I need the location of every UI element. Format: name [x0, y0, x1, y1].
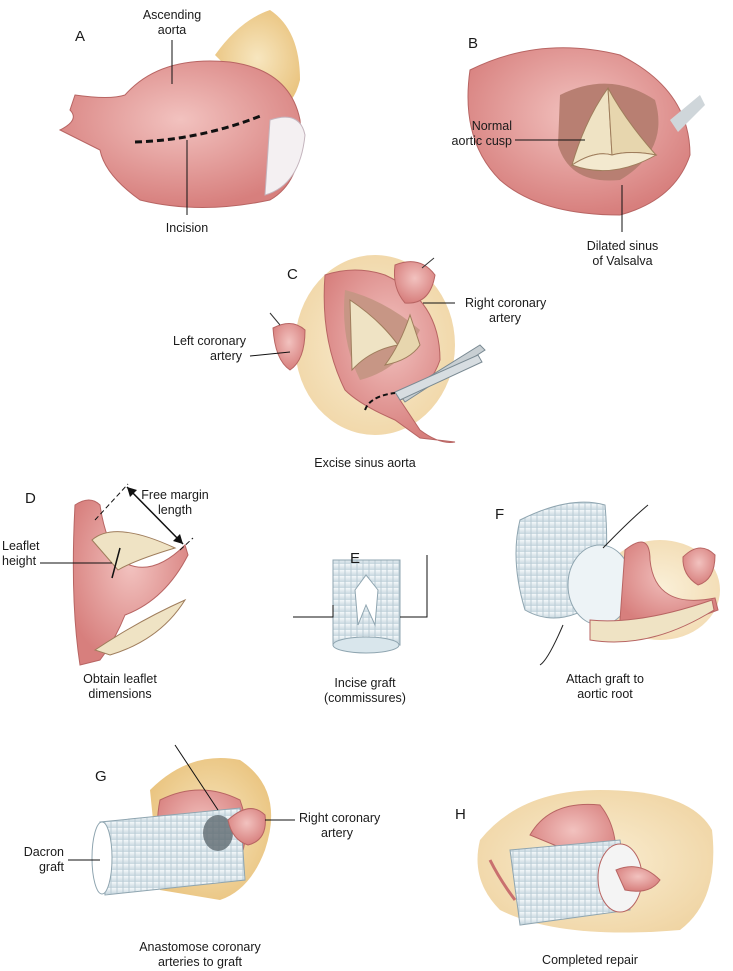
label-leaflet-height: Leaflet height — [2, 539, 52, 569]
label-line: length — [157, 503, 193, 517]
panel-label-g: G — [95, 768, 107, 785]
panel-label-d: D — [25, 490, 36, 507]
label-line: Anastomose coronary — [139, 940, 261, 954]
label-line: Right coronary — [299, 811, 381, 825]
label-line: arteries to graft — [157, 955, 243, 969]
panel-a-aorta — [58, 10, 306, 215]
completed-graft — [509, 839, 631, 926]
free-margin-arrow — [126, 486, 184, 545]
label-line: Obtain leaflet — [83, 672, 157, 686]
label-line: artery — [210, 349, 242, 363]
label-right-coronary-g: Right coronary artery — [299, 811, 399, 841]
panel-h-completed — [477, 790, 714, 933]
panel-b-aortic-valve — [467, 47, 705, 232]
panel-e-graft — [293, 555, 428, 654]
label-dilated-sinus: Dilated sinus of Valsalva — [575, 239, 670, 269]
panel-label-f: F — [495, 506, 505, 523]
panel-c-excision — [249, 255, 486, 443]
panel-label-b: B — [468, 35, 479, 52]
label-dacron-graft: Dacron graft — [10, 845, 64, 875]
label-line: graft — [38, 860, 64, 874]
label-line: Normal — [471, 119, 512, 133]
label-excise-sinus: Excise sinus aorta — [314, 456, 416, 470]
panel-label-c: C — [287, 266, 298, 283]
label-attach-graft: Attach graft to aortic root — [555, 672, 655, 702]
label-line: Left coronary — [173, 334, 246, 348]
leader-incise-right — [400, 555, 428, 618]
label-line: artery — [321, 826, 353, 840]
incision-line — [134, 113, 264, 144]
excision-line — [364, 392, 396, 411]
label-line: Ascending — [142, 8, 202, 22]
panel-f-attach-graft — [515, 501, 720, 666]
label-line: Dacron — [23, 845, 64, 859]
label-line: height — [2, 554, 37, 568]
label-obtain-leaflet: Obtain leaflet dimensions — [70, 672, 170, 702]
label-line: aortic cusp — [451, 134, 512, 148]
leader-incise-left — [293, 605, 334, 618]
label-normal-aortic-cusp: Normal aortic cusp — [430, 119, 512, 149]
label-line: (commissures) — [324, 691, 406, 705]
label-line: Leaflet — [2, 539, 40, 553]
label-line: Incise graft — [334, 676, 396, 690]
panel-label-h: H — [455, 806, 466, 823]
label-line: Free margin — [141, 488, 209, 502]
label-line: dimensions — [88, 687, 152, 701]
label-line: aortic root — [577, 687, 633, 701]
label-line: Right coronary — [465, 296, 547, 310]
label-line: aorta — [157, 23, 187, 37]
label-line: Dilated sinus — [586, 239, 659, 253]
label-free-margin: Free margin length — [135, 488, 215, 518]
label-completed-repair: Completed repair — [542, 953, 638, 967]
label-right-coronary-c: Right coronary artery — [465, 296, 565, 326]
aortic-cusp-bottom — [570, 152, 658, 172]
label-left-coronary-c: Left coronary artery — [148, 334, 246, 364]
label-line: artery — [489, 311, 521, 325]
leader-left-coronary-c — [249, 351, 291, 357]
panel-label-e: E — [350, 550, 361, 567]
panel-label-a: A — [75, 28, 86, 45]
label-incision: Incision — [165, 221, 209, 235]
panel-g-anastomosis — [68, 744, 295, 900]
label-line: Attach graft to — [566, 672, 644, 686]
label-line: of Valsalva — [592, 254, 653, 268]
label-incise-graft: Incise graft (commissures) — [315, 676, 415, 706]
label-ascending-aorta: Ascending aorta — [132, 8, 212, 38]
panel-d-leaflet-measure — [40, 483, 194, 666]
label-anastomose: Anastomose coronary arteries to graft — [130, 940, 270, 970]
